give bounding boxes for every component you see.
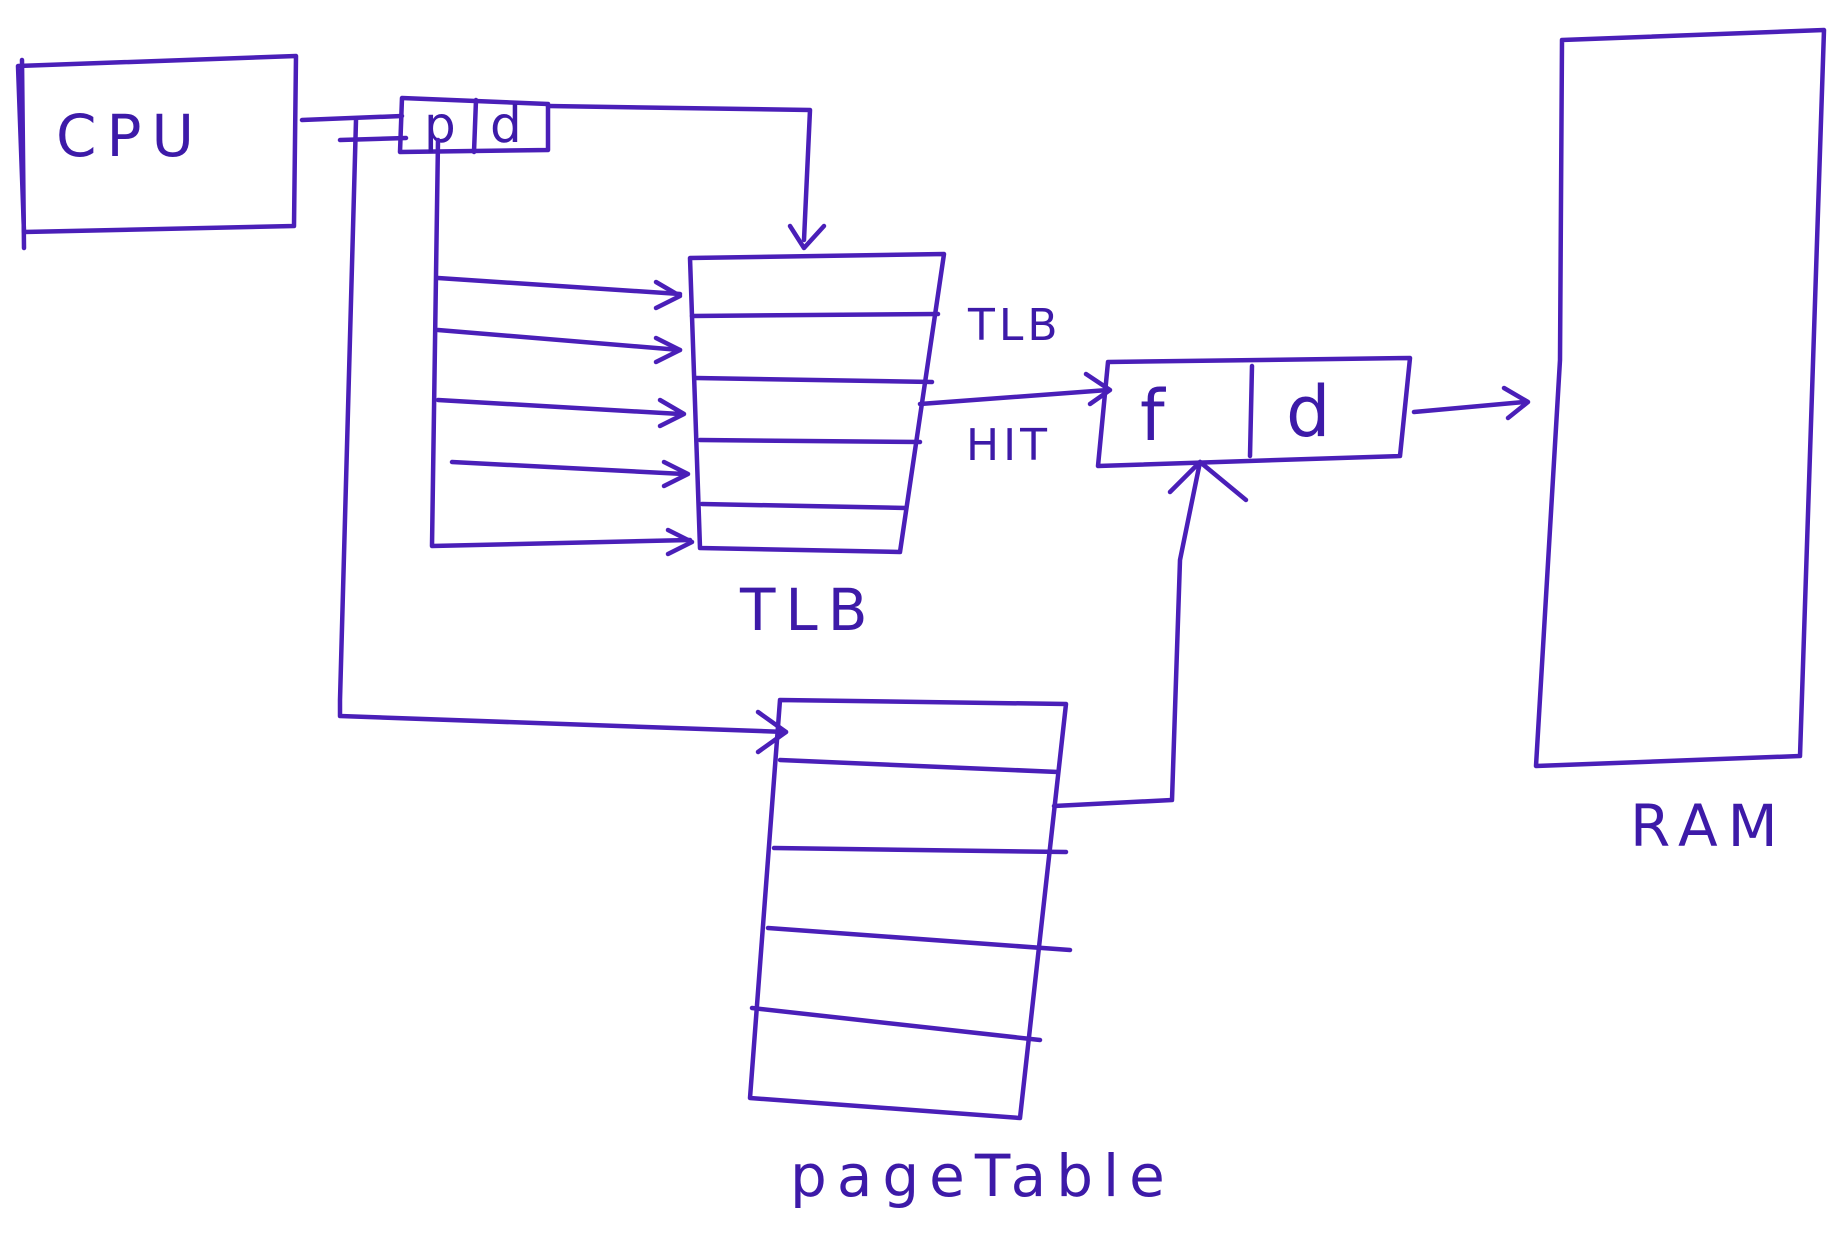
tlb-label: TLB [739,576,878,644]
cpu-to-address-line [299,113,405,123]
ram-label: RAM [1630,792,1788,860]
offset-to-tlb-line [545,103,813,243]
frame-number-label: f [1140,375,1166,457]
page-table-to-frame-arrowhead [1167,459,1249,503]
page-table: pageTable [747,697,1175,1210]
physical-address-box: f d [1095,355,1413,469]
offset-arrowhead [787,223,827,251]
page-table-to-frame-line [1051,459,1203,809]
address-splitter-line [337,135,409,143]
page-table-lookup-line [337,117,789,735]
tlb-hit-label-line1: TLB [967,300,1062,351]
frame-to-ram-arrowhead [1501,385,1531,421]
logical-address-box: p d [397,95,551,155]
cpu-box: CPU [15,53,299,251]
cpu-label: CPU [56,102,204,170]
frame-to-ram-arrow [1411,399,1527,415]
page-table-lookup-arrowhead [755,709,789,755]
tlb-table: TLB [687,251,947,644]
tlb-hit-arrowhead [1083,371,1113,407]
physical-offset-label: d [1286,371,1330,453]
page-table-label: pageTable [790,1142,1175,1210]
tlb-hit-arrow [917,387,1111,407]
tlb-hit-label-line2: HIT [966,420,1051,471]
tlb-lookup-fanout [429,137,695,557]
ram-block: RAM [1533,27,1827,860]
logical-offset-label: d [490,96,522,154]
